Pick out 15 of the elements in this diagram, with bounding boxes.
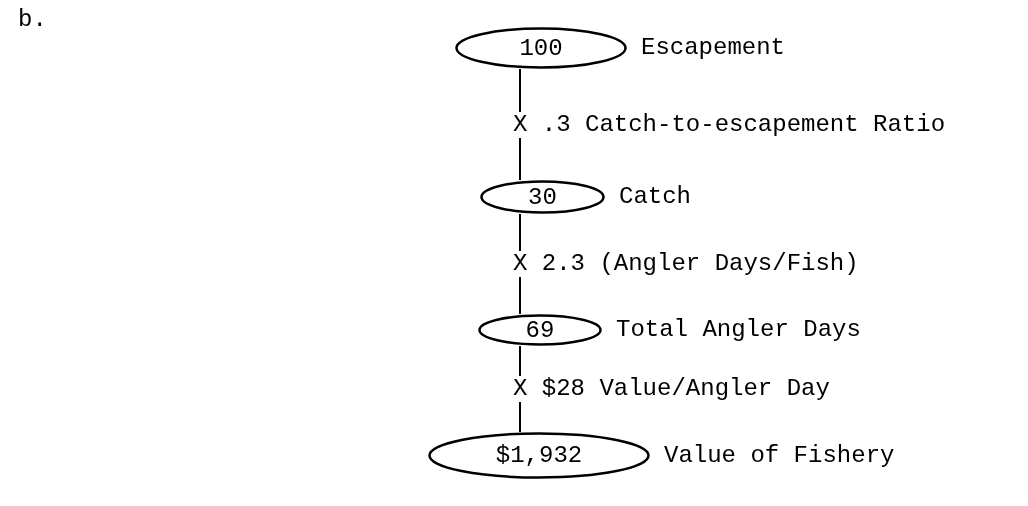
node-caption: Value of Fishery	[664, 441, 895, 470]
value-ellipse	[428, 432, 650, 479]
panel-label: b.	[18, 6, 47, 34]
value-ellipse	[455, 27, 627, 69]
edge-label: X .3 Catch-to-escapement Ratio	[513, 111, 946, 138]
edge-label: X $28 Value/Angler Day	[513, 376, 830, 402]
node-value: 30	[528, 183, 557, 211]
node-caption: Total Angler Days	[616, 316, 861, 344]
node-caption: Escapement	[641, 34, 786, 62]
node-value: 100	[519, 34, 563, 62]
node-caption: Catch	[619, 183, 691, 211]
node-value: 69	[525, 316, 555, 344]
value-ellipse	[478, 314, 602, 346]
value-ellipse	[480, 180, 605, 214]
node-value: $1,932	[495, 442, 583, 469]
